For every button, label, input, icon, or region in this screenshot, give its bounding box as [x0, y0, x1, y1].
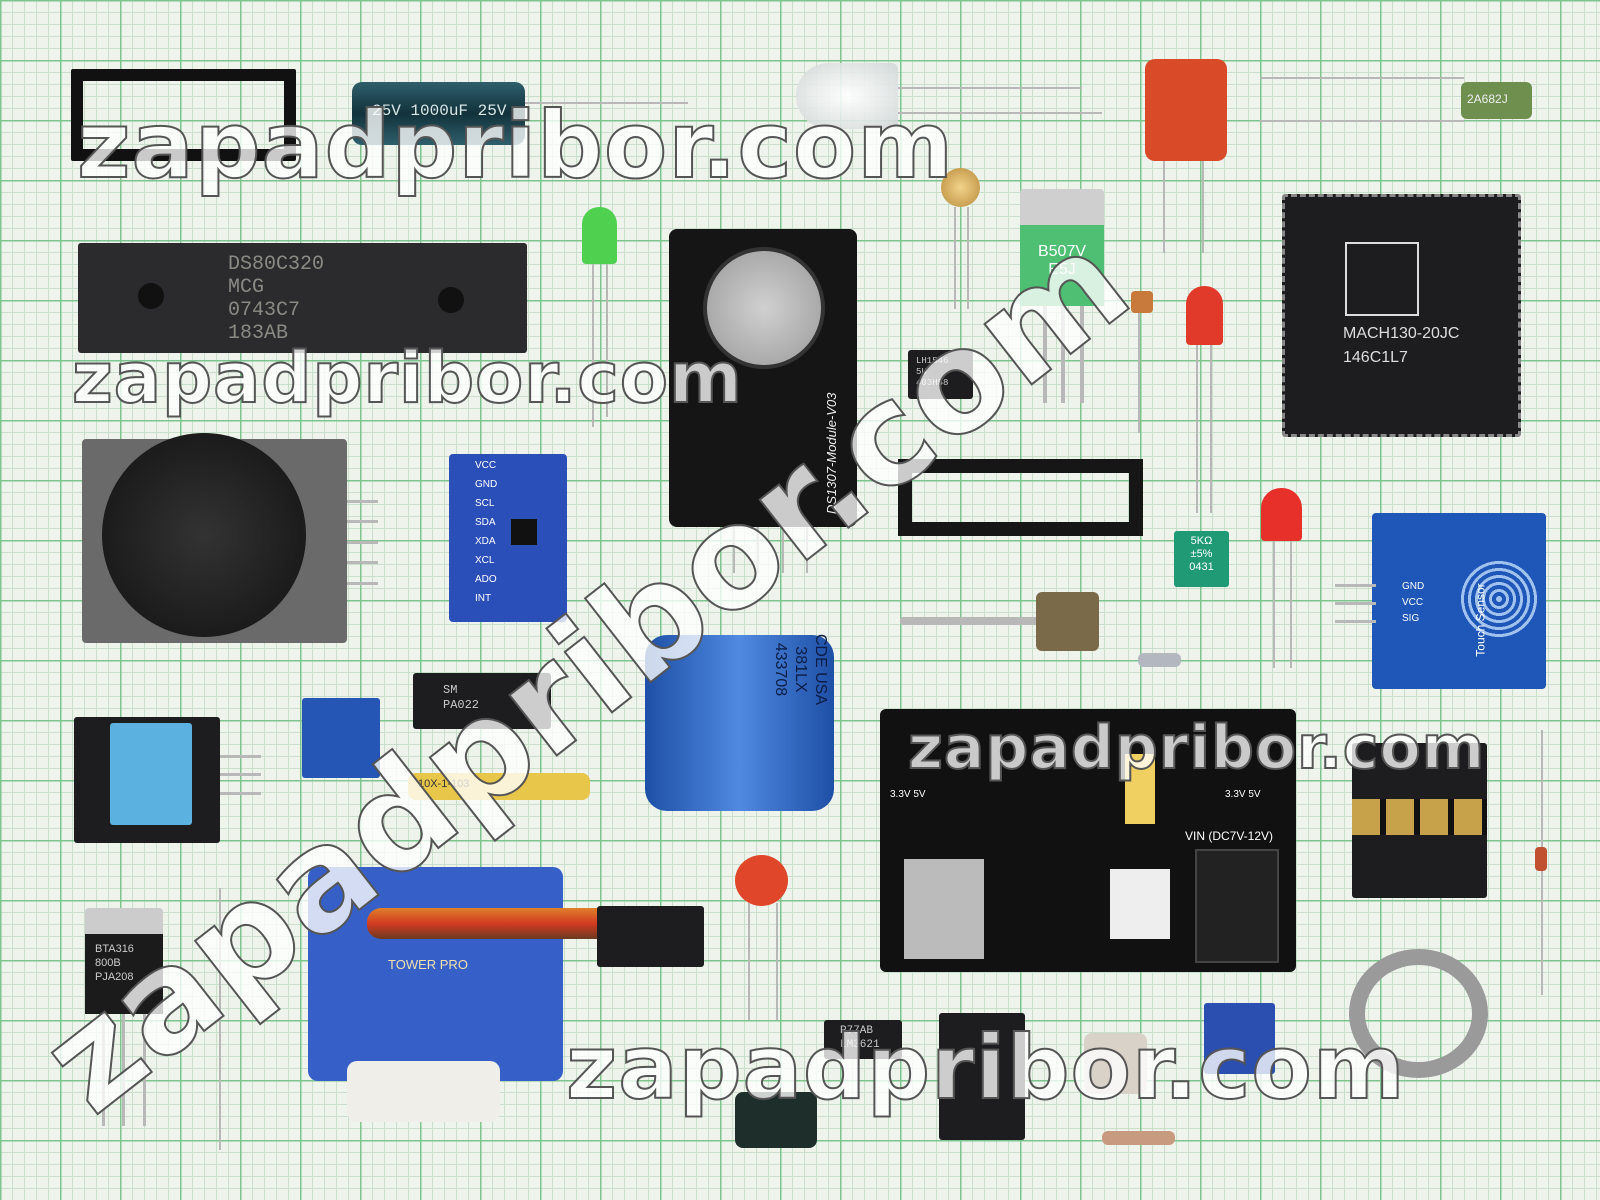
potentiometer-shaft	[900, 617, 1043, 625]
ic-line-3: 0743C7	[228, 299, 301, 322]
pin-vcc: VCC	[475, 460, 497, 471]
ceramic-capacitor	[1131, 291, 1153, 313]
pin-gnd: GND	[475, 479, 498, 490]
electrolytic-capacitor: 25V 1000uF 25V	[352, 82, 525, 145]
trimmer-line-1: 5KΩ	[1190, 535, 1213, 547]
clear-led	[796, 63, 898, 129]
touch-sensor-module: Touch Sensor GND VCC SIG	[1372, 513, 1546, 689]
dht11-module	[74, 717, 220, 843]
small-ic-line-1: P77AB	[840, 1025, 874, 1037]
magnet-ring	[1349, 949, 1488, 1078]
opto-line-2: 5U	[916, 367, 927, 377]
ceramic-disc-capacitor	[735, 855, 788, 906]
optocoupler-ic: LH1546 5U 403H58	[908, 350, 973, 399]
plcc-line-1: MACH130-20JC	[1343, 325, 1460, 342]
varistor	[1145, 59, 1227, 161]
resistor	[1102, 1131, 1175, 1145]
pin-ado: ADO	[475, 574, 497, 585]
right-voltage-label: 3.3V 5V	[1225, 789, 1261, 800]
red-led	[1261, 488, 1302, 541]
pin-xda: XDA	[475, 536, 496, 547]
touch-sensor-label: Touch Sensor	[1473, 583, 1488, 657]
pin-vcc: VCC	[1402, 597, 1424, 608]
plcc-line-2: 146C1L7	[1343, 349, 1408, 366]
opto-line-3: 403H58	[916, 378, 949, 388]
diode	[1535, 847, 1547, 871]
crystal-oscillator	[1084, 1033, 1147, 1094]
opto-line-1: LH1546	[916, 356, 949, 366]
servo-horn	[347, 1061, 500, 1122]
triac-line-2: 800B	[95, 957, 121, 969]
metal-can-transistor	[941, 168, 980, 207]
rtc-module: DS1307-Module-V03	[669, 229, 857, 527]
servo-cable	[367, 908, 612, 939]
mpu-sensor-module: VCC GND SCL SDA XDA XCL ADO INT	[449, 454, 567, 622]
b507v-line-1: B507V	[1037, 243, 1087, 260]
large-capacitor: CDE USA 381LX 433708	[645, 633, 834, 811]
ic-line-4: 183AB	[228, 322, 289, 345]
triac-bta316: BTA316 800B PJA208	[85, 908, 163, 1014]
servo-connector	[597, 906, 704, 967]
trimmer-line-3: 0431	[1189, 561, 1214, 573]
big-cap-line-1: CDE USA	[812, 633, 829, 705]
soic-line-1: SM	[443, 683, 458, 697]
rtc-label: DS1307-Module-V03	[824, 392, 839, 514]
film-cap-label: 2A682J	[1467, 92, 1508, 106]
to220-transistor-b507v: B507V E5J	[1020, 189, 1104, 306]
triac-line-3: PJA208	[95, 971, 134, 983]
servo-label: TOWER PRO	[388, 957, 468, 972]
servo-motor: TOWER PRO	[308, 867, 563, 1081]
red-led	[1186, 286, 1223, 345]
big-cap-line-3: 433708	[772, 642, 789, 697]
pin-sda: SDA	[475, 517, 496, 528]
ic-line-1: DS80C320	[228, 253, 325, 276]
small-ic-line-2: LM3621	[840, 1039, 880, 1051]
inductor	[735, 1092, 817, 1148]
joystick-module	[82, 433, 347, 643]
resistor-network: 10X-1-103	[408, 773, 590, 800]
blue-trimmer-small	[1204, 1003, 1275, 1074]
pin-sig: SIG	[1402, 613, 1420, 624]
breadboard-power-module: VIN (DC7V-12V) 3.3V 5V 3.3V 5V	[880, 709, 1296, 972]
blue-trimmer	[302, 698, 380, 778]
pin-xcl: XCL	[475, 555, 495, 566]
green-led	[582, 207, 617, 264]
soic-chip: SM PA022	[413, 673, 551, 729]
dip-ic: DS80C320 MCG 0743C7 183AB	[78, 243, 527, 353]
vin-label: VIN (DC7V-12V)	[1185, 829, 1274, 843]
film-capacitor: 2A682J	[1461, 82, 1532, 119]
big-cap-line-2: 381LX	[792, 646, 809, 693]
plcc-chip: MACH130-20JC 146C1L7	[1282, 194, 1521, 437]
capacitor-label: 25V 1000uF 25V	[372, 102, 507, 120]
left-voltage-label: 3.3V 5V	[890, 789, 926, 800]
pin-scl: SCL	[475, 498, 495, 509]
b507v-line-2: E5J	[1048, 261, 1076, 278]
resistor-network-label: 10X-1-103	[418, 778, 470, 790]
soic-line-2: PA022	[443, 698, 480, 712]
ic-socket	[71, 69, 296, 161]
potentiometer	[1036, 592, 1099, 651]
small-resistor	[1138, 653, 1181, 667]
trimmer-line-2: ±5%	[1190, 548, 1213, 560]
small-ic-lm3621: P77AB LM3621	[824, 1020, 902, 1059]
dip-socket	[898, 459, 1143, 536]
triac-line-1: BTA316	[95, 943, 134, 955]
ic-line-2: MCG	[228, 276, 265, 299]
crystal-array-module	[1352, 743, 1487, 898]
seven-segment-display	[939, 1013, 1025, 1140]
pin-int: INT	[475, 593, 492, 604]
trimmer-resistor: 5KΩ ±5% 0431	[1174, 531, 1229, 587]
pin-gnd: GND	[1402, 581, 1425, 592]
